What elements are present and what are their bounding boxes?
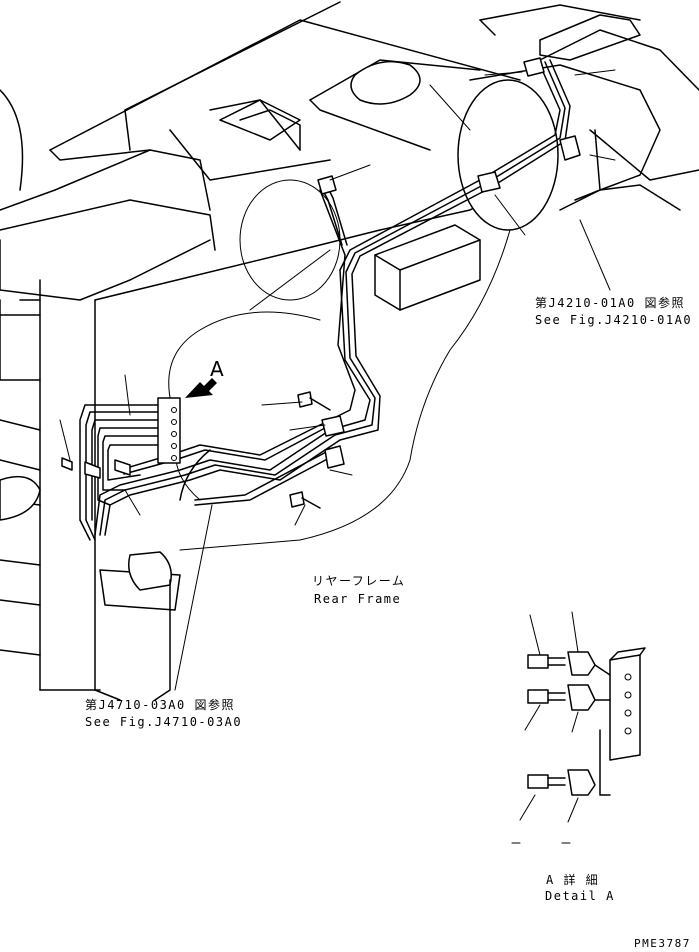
rear-frame-label-en: Rear Frame [314, 592, 402, 606]
drawing-code: PME3787 [634, 937, 691, 950]
fig-ref-right-jp: 第J4210-01A0 図参照 [535, 296, 685, 310]
component-box [374, 224, 481, 311]
clamps [61, 57, 581, 509]
leader-lines [59, 69, 616, 691]
tank-right [457, 4, 699, 231]
fig-ref-left-jp: 第J4710-03A0 図参照 [85, 698, 235, 712]
view-a-label: A [210, 357, 224, 381]
view-a-arrow [185, 378, 217, 398]
rear-frame-cavity-left [239, 179, 341, 301]
fig-ref-left-en: See Fig.J4710-03A0 [85, 715, 243, 729]
detail-a-title-jp: A 詳 細 [546, 873, 600, 887]
detail-a-title-en: Detail A [545, 889, 615, 903]
rear-frame-structure [0, 1, 546, 701]
detail-a-view [511, 611, 646, 844]
fig-ref-right-en: See Fig.J4210-01A0 [535, 313, 693, 327]
rear-frame-label-jp: リヤーフレーム [312, 574, 406, 588]
hydraulic-piping [79, 59, 571, 541]
rear-frame-outline [179, 229, 511, 551]
